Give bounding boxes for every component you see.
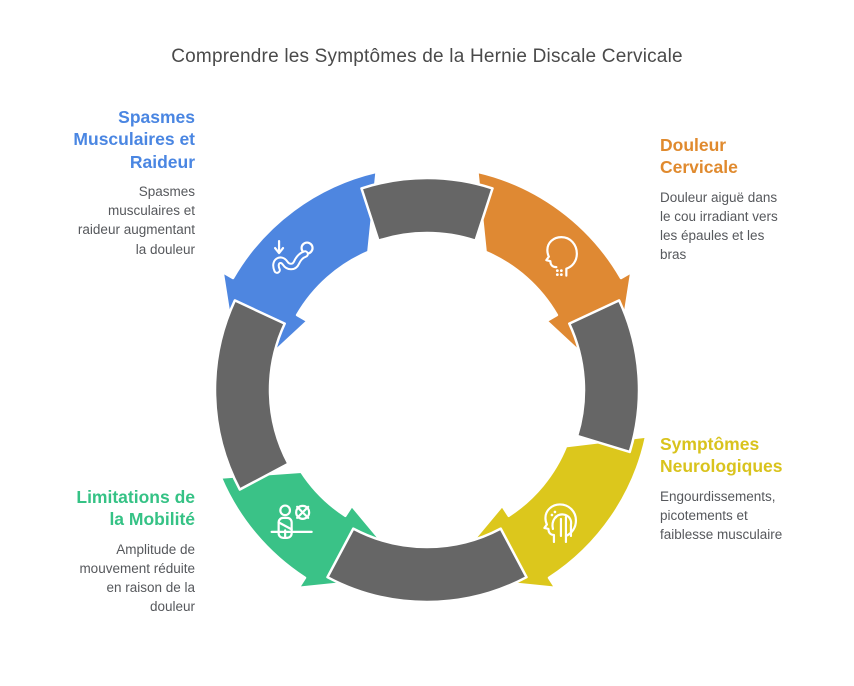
label-spasmes-musculaires: Spasmes Musculaires et Raideur Spasmes m… — [28, 106, 195, 259]
person-restricted-mobility-icon — [270, 504, 313, 539]
segment-description: Amplitude de mouvement réduite en raison… — [79, 541, 195, 615]
ring-arc — [360, 176, 494, 242]
segment-description: Engourdissements, picotements et faibles… — [660, 488, 783, 543]
cycle-diagram — [213, 170, 648, 604]
head-neck-pain-icon — [545, 236, 578, 277]
label-symptomes-neurologiques: Symptômes Neurologiques Engourdissements… — [660, 433, 842, 544]
ring-arc — [568, 299, 641, 454]
head-brain-icon — [543, 503, 578, 544]
page-title: Comprendre les Symptômes de la Hernie Di… — [171, 46, 683, 67]
label-douleur-cervicale: Douleur Cervicale Douleur aiguë dans le … — [660, 134, 832, 264]
segment-description: Spasmes musculaires et raideur augmentan… — [77, 184, 195, 257]
segment-description: Douleur aiguë dans le cou irradiant vers… — [660, 189, 778, 263]
person-relax-arrow-down-icon — [272, 239, 314, 274]
label-limitations-mobilite: Limitations de la Mobilité Amplitude de … — [28, 486, 195, 616]
segment-heading: Spasmes Musculaires et Raideur — [73, 107, 195, 172]
segment-heading: Limitations de la Mobilité — [76, 487, 195, 530]
ring-arc — [326, 527, 528, 604]
ring-arc — [213, 299, 290, 491]
segment-heading: Symptômes Neurologiques — [660, 434, 783, 477]
segment-heading: Douleur Cervicale — [660, 135, 738, 178]
